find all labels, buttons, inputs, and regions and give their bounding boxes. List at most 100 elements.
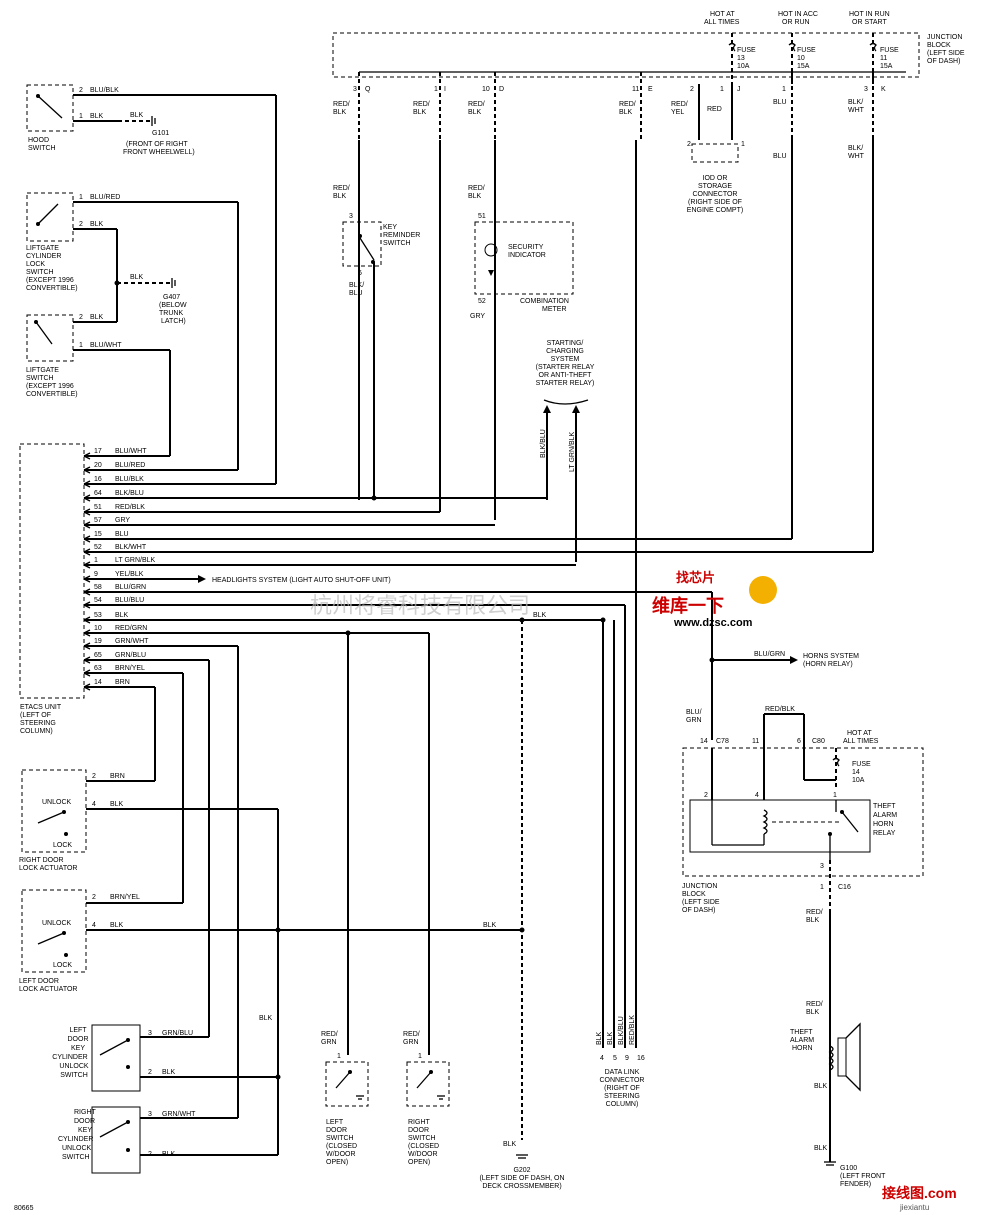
pin-11: 11 [632,86,639,93]
ls-w1: BLU/WHT [90,342,122,349]
kr-wire-out: BLK/BLU [349,282,364,297]
etacs-pin-number: 65 [94,652,102,659]
tr-p14: 14 [700,738,708,745]
etacs-wire-color: RED/BLK [115,504,145,511]
lkc-p2: 2 [148,1069,152,1076]
pin-k: K [881,86,886,93]
rda-p2: 2 [92,773,96,780]
wire-redyel: RED/YEL [671,101,688,116]
right-key-cylinder-switch [91,1106,141,1174]
left-door-lock-actuator [21,889,87,973]
left-door-switch [325,1061,369,1107]
ls-p1: 1 [79,342,83,349]
tr-r1: 1 [833,792,837,799]
etacs-pin-number: 64 [94,490,102,497]
th-wire-out: BLK [814,1083,828,1090]
wire-redblk-1: RED/BLK [333,101,350,116]
theft-alarm-horn-relay [689,799,871,853]
wire-blu-1: BLU [773,99,787,106]
tr-c16p: 1 [820,884,824,891]
pin-2: 2 [690,86,694,93]
start-w2: LT GRN/BLK [569,431,576,472]
sec-pin51: 51 [478,213,486,220]
hood-p1: 1 [79,113,83,120]
horns-label: HORNS SYSTEM(HORN RELAY) [803,653,859,668]
etacs-pin-number: 63 [94,665,102,672]
sec-wire-out: GRY [470,313,485,320]
ll-w2: BLK [90,221,104,228]
etacs-wire-color: BLU/GRN [115,584,146,591]
etacs-pin-number: 19 [94,638,102,645]
ls-w2: BLK [90,314,104,321]
liftgate-lock-switch [26,192,74,242]
etacs-wire-color: BLU/RED [115,462,145,469]
wire-red: RED [707,106,722,113]
pin-1a: 1 [434,86,438,93]
etacs-wire-color: YEL/BLK [115,571,144,578]
hood-switch [26,84,74,132]
lda-w2: BRN/YEL [110,894,140,901]
blk-label-3: BLK [259,1015,273,1022]
lda-unlock: UNLOCK [42,920,72,927]
tr-r2: 2 [704,792,708,799]
pin-i: I [444,86,446,93]
kr-pin3: 3 [349,213,353,220]
etacs-wire-color: GRN/WHT [115,638,149,645]
blk-label-1: BLK [533,612,547,619]
logo-top: 找芯片 [676,570,715,585]
junction-block-top [332,32,920,78]
rda-w2: BRN [110,773,125,780]
lds-pin: 1 [337,1053,341,1060]
etacs-wire-color: BLK/BLU [115,490,144,497]
rds-wire: RED/GRN [403,1031,420,1046]
pin-e: E [648,86,653,93]
ll-p2: 2 [79,221,83,228]
dlc-p5: 5 [613,1055,617,1062]
etacs-pin-number: 14 [94,679,102,686]
hood-p2: 2 [79,87,83,94]
th-wire-in: RED/BLK [806,1001,823,1016]
etacs-wire-color: BRN/YEL [115,665,145,672]
iod-connector [691,143,739,163]
sec-pin52: 52 [478,298,486,305]
pin-q: Q [365,86,371,93]
lda-w4: BLK [110,922,124,929]
wire-blu-2: BLU [773,153,787,160]
indicator-lamp-icon [484,243,498,257]
pin-1c: 1 [782,86,786,93]
dlc-w3: BLK/BLU [618,1016,625,1045]
tr-r3: 3 [820,863,824,870]
relay-coil-icon [762,809,768,835]
wire-redblk-4: RED/BLK [619,101,636,116]
tr-r4: 4 [755,792,759,799]
etacs-wire-color: GRN/BLU [115,652,146,659]
watermark-text: 杭州将睿科技有限公司 [310,594,530,619]
wire-redblk-2: RED/BLK [413,101,430,116]
rda-unlock: UNLOCK [42,799,72,806]
dlc-p9: 9 [625,1055,629,1062]
etacs-wire-color: BLK [115,612,129,619]
mascot-icon [749,576,777,604]
etacs-wire-color: LT GRN/BLK [115,557,156,564]
ls-p2: 2 [79,314,83,321]
logo-url: www.dzsc.com [673,617,753,629]
wire-redblk-3: RED/BLK [468,101,485,116]
wire-blkwht-1: BLK/WHT [848,99,865,114]
etacs-wire-color: RED/GRN [115,625,147,632]
etacs-pin-number: 15 [94,531,102,538]
pin-j: J [737,86,741,93]
